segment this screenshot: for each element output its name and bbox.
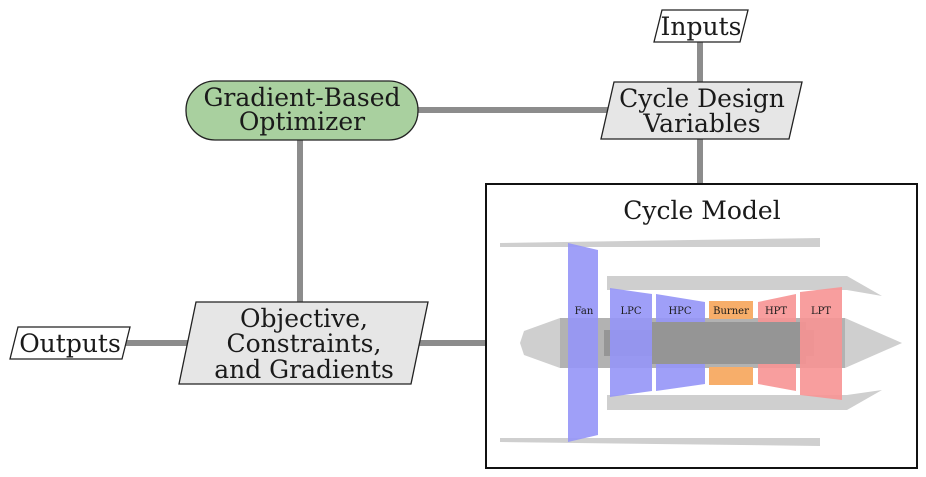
objective-shape xyxy=(178,301,429,385)
lpt-label: LPT xyxy=(811,306,831,317)
objective-label-line3: and Gradients xyxy=(214,355,394,384)
outputs-node[interactable]: Outputs xyxy=(9,326,131,360)
optimizer-shape xyxy=(185,80,419,141)
center-shading xyxy=(560,318,845,368)
design-variables-node[interactable]: Cycle Design Variables xyxy=(600,81,803,140)
lpt-blade xyxy=(800,287,842,400)
objective-label-line1: Objective, xyxy=(240,304,368,333)
hpc-blade-top xyxy=(656,294,705,322)
design-variables-label-line2: Variables xyxy=(642,109,760,138)
nacelle-top xyxy=(500,238,820,247)
inputs-shape xyxy=(653,9,749,43)
lpc-label: LPC xyxy=(620,306,641,317)
cycle-model-title: Cycle Model xyxy=(623,196,780,225)
optimizer-label-line2: Optimizer xyxy=(239,107,365,136)
design-variables-label-line1: Cycle Design xyxy=(619,84,785,113)
nacelle-bottom xyxy=(500,438,820,446)
outputs-shape xyxy=(9,326,131,360)
turbofan-schematic: Fan LPC HPC Burner HPT LPT xyxy=(500,238,902,446)
fan-label: Fan xyxy=(575,306,594,317)
burner-bottom xyxy=(709,367,753,385)
connector-lines xyxy=(122,42,703,346)
optimizer-node[interactable]: Gradient-Based Optimizer xyxy=(185,80,419,141)
hpc-blade-bottom xyxy=(656,364,705,391)
optimizer-label-line1: Gradient-Based xyxy=(203,83,400,112)
outputs-label: Outputs xyxy=(19,329,121,358)
burner-label: Burner xyxy=(713,306,749,317)
objective-label-line2: Constraints, xyxy=(227,329,382,358)
core-cowl-top xyxy=(607,276,882,296)
inputs-node[interactable]: Inputs xyxy=(653,9,749,43)
fan-blade xyxy=(568,243,598,442)
hpt-blade-bottom xyxy=(758,364,796,391)
hpc-label: HPC xyxy=(668,306,691,317)
cycle-model-node[interactable]: Cycle Model Fan LPC HPC xyxy=(485,183,918,469)
lpc-blade xyxy=(610,288,652,397)
hpt-blade-top xyxy=(758,294,796,322)
inputs-label: Inputs xyxy=(661,12,742,41)
objective-node[interactable]: Objective, Constraints, and Gradients xyxy=(178,301,429,385)
burner-top xyxy=(709,301,753,319)
design-variables-shape xyxy=(600,81,803,140)
hpt-label: HPT xyxy=(765,306,787,317)
